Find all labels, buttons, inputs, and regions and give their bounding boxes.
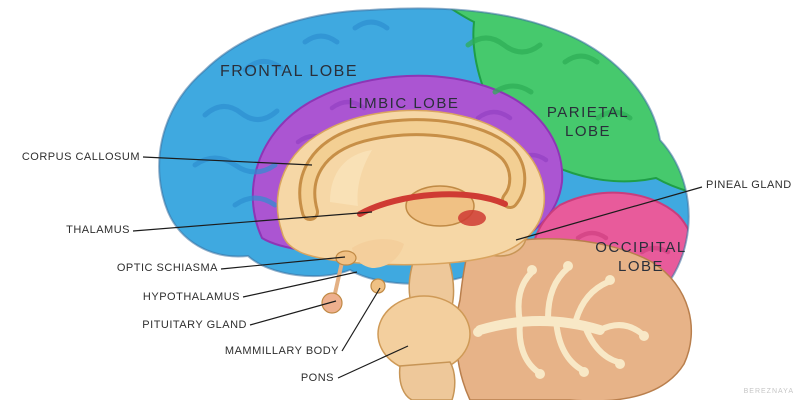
pons-shape [377, 295, 471, 373]
label-optic-schiasma: OPTIC SCHIASMA [116, 262, 218, 274]
medulla-shape [398, 361, 456, 400]
midbrain-red-area [458, 210, 486, 226]
label-parietal-lobe-line2: LOBE [564, 123, 612, 140]
label-parietal-lobe-line1: PARIETAL [546, 104, 630, 121]
leader-line-corpus-callosum [142, 156, 313, 166]
pituitary-stalk [332, 261, 344, 299]
label-hypothalamus: HYPOTHALAMUS [142, 291, 240, 303]
corpus-callosum-inner [301, 121, 524, 218]
leader-line-thalamus [132, 211, 373, 232]
arbor-vitae-lobules [473, 261, 649, 379]
leader-line-pons [337, 345, 409, 379]
label-thalamus: THALAMUS [66, 224, 130, 236]
leader-line-pineal-gland [515, 186, 703, 241]
label-occipital-lobe: OCCIPITAL LOBE [571, 238, 711, 276]
leader-line-pituitary-gland [249, 300, 337, 326]
fornix-red-streak [357, 191, 508, 217]
mammillary-body-shape [370, 278, 386, 294]
pituitary-gland-shape [321, 292, 343, 314]
label-corpus-callosum: CORPUS CALLOSUM [21, 151, 140, 163]
leader-lines [132, 156, 703, 379]
arbor-vitae [475, 265, 645, 375]
leader-line-optic-schiasma [220, 256, 346, 270]
septum-shape [330, 150, 372, 206]
label-limbic-lobe: LIMBIC LOBE [348, 95, 460, 112]
label-parietal-lobe: PARIETAL LOBE [518, 103, 658, 141]
label-frontal-lobe: FRONTAL LOBE [219, 63, 359, 80]
hypothalamus-area [352, 239, 404, 268]
label-pineal-gland: PINEAL GLAND [706, 179, 792, 191]
label-pituitary-gland: PITUITARY GLAND [142, 319, 247, 331]
label-mammillary-body: MAMMILLARY BODY [224, 345, 339, 357]
label-pons: PONS [300, 372, 334, 384]
leader-line-mammillary-body [341, 287, 381, 352]
label-occipital-lobe-line2: LOBE [617, 258, 665, 275]
label-occipital-lobe-line1: OCCIPITAL [595, 239, 687, 256]
gyri-texture [192, 19, 671, 295]
cerebrum-outline [158, 7, 690, 336]
leader-line-hypothalamus [242, 271, 358, 298]
watermark-text: BEREZNAYA [743, 388, 794, 395]
